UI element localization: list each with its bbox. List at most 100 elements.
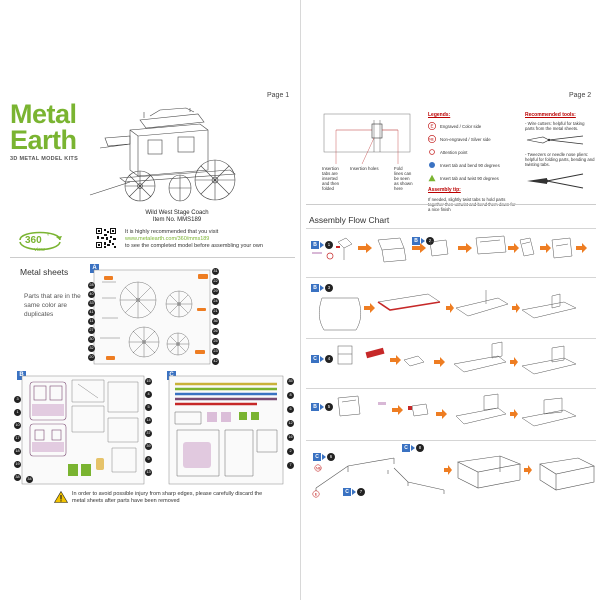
divider: [306, 204, 596, 205]
qr-code-icon[interactable]: [95, 227, 117, 249]
part-number-badge: 40: [88, 291, 95, 298]
part-number-badge: 5: [145, 404, 152, 411]
part-number-badge: 16: [287, 434, 294, 441]
wire-cutters-icon: [526, 135, 584, 145]
arrow-right-icon: [320, 241, 324, 248]
legend-panel: Legends: E Engraved / Color side NE Non-…: [428, 112, 518, 212]
arrow-right-icon: [322, 453, 326, 460]
step-part-number: 4: [325, 354, 333, 363]
legend-engraved: E Engraved / Color side: [428, 122, 518, 130]
step-sheet-label: B: [412, 236, 420, 245]
step-4-diagram: [337, 341, 577, 375]
model-name: Wild West Stage Coach: [145, 210, 209, 216]
part-number-badge: 10: [14, 422, 21, 429]
part-number-badge: 37: [145, 430, 152, 437]
part-number-badge: 3: [14, 396, 21, 403]
360-view-word: view: [34, 247, 45, 253]
part-number-badge: 35: [287, 378, 294, 385]
part-number-badge: 4: [145, 391, 152, 398]
step-part-number: 1: [325, 240, 333, 249]
part-number-badge: 34: [26, 476, 33, 483]
logo-subtitle: 3D METAL MODEL KITS: [10, 156, 79, 162]
legend-engraved-text: Engraved / Color side: [440, 123, 482, 129]
note-line-1: It is highly recommended that you visit: [125, 229, 219, 235]
step-part-number: 5: [325, 402, 333, 411]
engraved-side-icon: E: [428, 122, 436, 130]
legend-attention: Attention point: [428, 148, 518, 156]
360-view-number: 360: [25, 235, 42, 246]
part-number-badge: 17: [14, 435, 21, 442]
wire-cutters-text: - Wire cutters: helpful for taking parts…: [525, 121, 585, 131]
engraved-symbol: E: [431, 124, 434, 129]
step-sheet-label: B: [311, 402, 319, 411]
step-tag-4: C 4: [311, 354, 333, 363]
item-number: Item No. MMS189: [152, 217, 202, 223]
part-number-badge: 39: [145, 443, 152, 450]
metal-sheet-a: [93, 269, 211, 365]
logo-earth: Earth: [10, 125, 77, 155]
legend-twist: Insert tab and twist 90 degrees: [428, 174, 518, 182]
bend-tab-icon: [429, 162, 435, 168]
step-6-8-diagram: NE E: [312, 455, 595, 498]
non-engraved-side-icon: NE: [428, 135, 436, 143]
legend-non-engraved-text: Non-engraved / Silver side: [440, 136, 491, 142]
arrow-right-icon: [421, 237, 425, 244]
part-number-badge: 27: [88, 327, 95, 334]
arrow-right-icon: [320, 284, 324, 291]
part-number-badge: 14: [145, 417, 152, 424]
part-number-badge: 15: [145, 378, 152, 385]
recommended-tools: Recommended tools: - Wire cutters: helpf…: [525, 112, 595, 198]
step-5-diagram: [337, 393, 577, 427]
note-line-3: to see the completed model before assemb…: [125, 243, 263, 249]
assembly-flow-title: Assembly Flow Chart: [309, 215, 390, 225]
step-part-number: 3: [325, 283, 333, 292]
step-tag-6: C 6: [313, 452, 335, 461]
step-separator: [306, 338, 596, 339]
part-number-badge: 2: [287, 448, 294, 455]
step-1-diagram: [312, 235, 587, 263]
part-number-badge: 19: [14, 461, 21, 468]
instruction-page-2: Page 2: [300, 0, 600, 600]
attention-point-icon: [429, 149, 435, 155]
part-number-badge: 6: [287, 406, 294, 413]
arrow-right-icon: [320, 403, 324, 410]
arrow-right-icon: [411, 444, 415, 451]
part-number-badge: 28: [88, 282, 95, 289]
insertion-holes-label: Insertion holes: [350, 166, 379, 171]
page-number: Page 1: [267, 92, 290, 99]
step-sheet-label: C: [343, 487, 351, 496]
duplicates-note: Parts that are in the same color are dup…: [24, 293, 81, 318]
website-link[interactable]: www.metalearth.com/360/mms189: [125, 236, 210, 242]
legend-twist-text: Insert tab and twist 90 degrees: [440, 175, 499, 181]
step-part-number: 6: [327, 452, 335, 461]
page-number: Page 2: [569, 92, 592, 99]
safety-warning: In order to avoid possible injury from s…: [72, 491, 263, 504]
step-sheet-label: B: [311, 240, 319, 249]
part-number-badge: 25: [212, 338, 219, 345]
step-sheet-label: B: [311, 283, 319, 292]
part-number-badge: 29: [212, 288, 219, 295]
360-view-icon[interactable]: 360 ° view: [16, 228, 64, 254]
part-number-badge: 20: [88, 354, 95, 361]
step-tag-2: B 2: [412, 236, 434, 245]
part-number-badge: 9: [145, 456, 152, 463]
step-separator: [306, 440, 596, 441]
part-number-badge: 8: [287, 392, 294, 399]
part-number-badge: 7: [287, 462, 294, 469]
part-number-badge: 1: [14, 409, 21, 416]
part-number-badge: 18: [14, 448, 21, 455]
engraved-callout: E: [315, 492, 318, 497]
step-sheet-label: C: [313, 452, 321, 461]
metal-sheets-title: Metal sheets: [20, 267, 69, 277]
tweezers-text: - Tweezers or needle nose pliers: helpfu…: [525, 152, 595, 167]
step-tag-5: B 5: [311, 402, 333, 411]
arrow-right-icon: [352, 488, 356, 495]
step-tag-3: B 3: [311, 283, 333, 292]
legend-bend-text: Insert tab and bend 90 degrees: [440, 162, 500, 168]
tools-title: Recommended tools:: [525, 112, 576, 118]
step-sheet-label: C: [402, 443, 410, 452]
stage-coach-illustration: [89, 107, 236, 202]
step-separator: [306, 228, 596, 229]
